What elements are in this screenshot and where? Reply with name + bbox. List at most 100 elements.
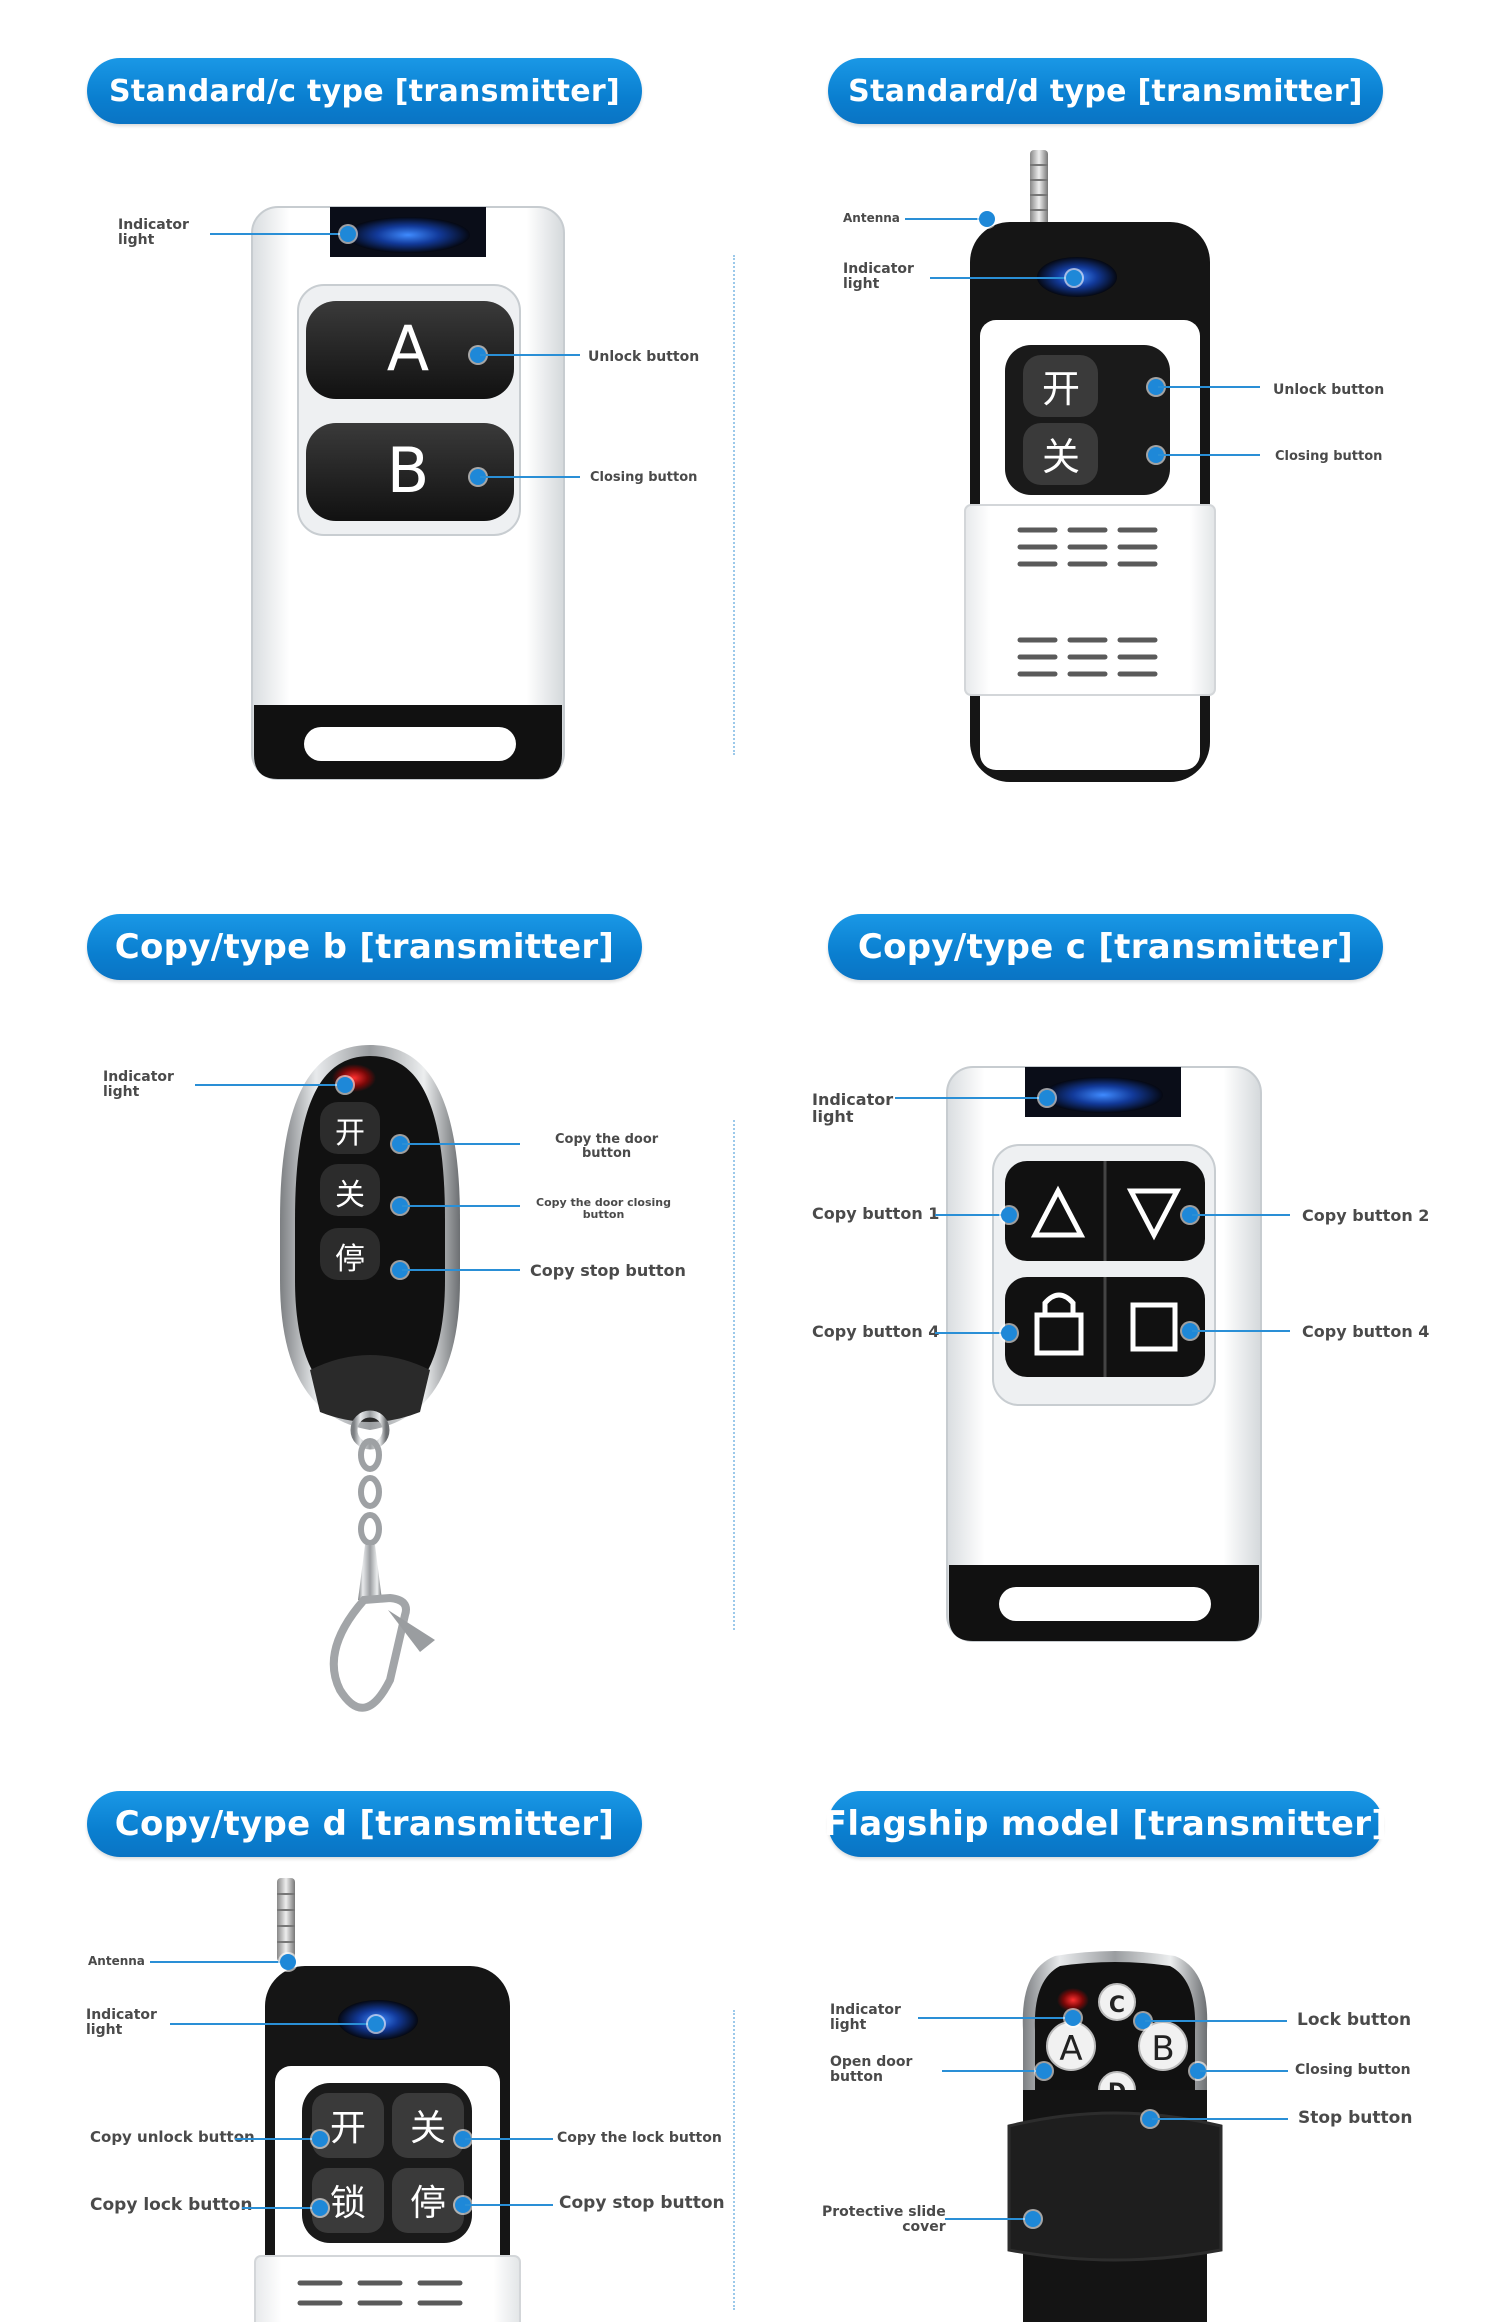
leader-line [170,2023,376,2025]
leader-line [918,2017,1073,2019]
title-flagship: Flagship model [transmitter] [824,1791,1387,1857]
callout-dot [470,347,486,363]
label-copy-stop-button: Copy stop button [559,2193,725,2213]
callout-dot [1036,2063,1052,2079]
label-closing-button: Closing button [1295,2062,1411,2078]
callout-dot [1142,2111,1158,2127]
label-text: Indicator [812,1090,894,1109]
leader-line [1158,454,1260,456]
title-copy-d: Copy/type d [transmitter] [87,1791,642,1857]
key-c[interactable]: C [1109,1993,1125,2018]
label-text: light [103,1083,140,1100]
title-text: Standard/d type [transmitter] [848,73,1363,109]
label-copy-door-closing-button: Copy the door closing button [536,1197,671,1220]
label-text: Copy the door [555,1132,659,1147]
label-text: Copy the door closing [536,1196,671,1209]
triangle-up-icon[interactable] [1030,1185,1086,1238]
key-close[interactable]: 关 [335,1178,365,1213]
label-unlock-button: Unlock button [588,349,700,365]
callout-dot [280,1954,296,1970]
remote-copy-b: 开 关 停 [280,1045,460,1712]
label-indicator-light: Indicator light [86,2008,157,2037]
label-text: button [830,2068,883,2085]
title-copy-c: Copy/type c [transmitter] [828,914,1383,980]
leader-line [402,1269,520,1271]
label-lock-button: Lock button [1297,2010,1412,2030]
leader-line [465,2204,553,2206]
label-antenna: Antenna [843,211,900,225]
callout-dot [392,1198,408,1214]
callout-dot [1039,1090,1055,1106]
leader-line [1158,386,1260,388]
leader-line [480,476,580,478]
title-text: Copy/type b [transmitter] [114,927,615,967]
lock-icon[interactable] [1034,1312,1084,1356]
key-close[interactable]: 关 [1042,435,1080,479]
square-icon[interactable] [1130,1302,1178,1352]
leader-line [235,2138,320,2140]
label-text: light [86,2021,123,2038]
callout-dot [340,226,356,242]
callout-dot [1148,447,1164,463]
leader-line [195,1084,345,1086]
key-stop[interactable]: 停 [410,2183,446,2224]
callout-dot [455,2197,471,2213]
remote-copy-c [946,1066,1262,1642]
key-b[interactable]: B [387,434,430,507]
title-text: Flagship model [transmitter] [823,1804,1388,1844]
label-open-door-button: Open door button [830,2055,912,2084]
label-copy-unlock-button: Copy unlock button [90,2128,255,2146]
label-indicator-light: Indicator light [103,1070,174,1099]
label-antenna: Antenna [88,1954,145,1968]
label-protective-slide-cover: Protective slide cover [822,2205,946,2234]
callout-dot [392,1136,408,1152]
callout-dot [1065,2010,1081,2026]
leader-line [945,2218,1033,2220]
callout-dot [312,2200,328,2216]
label-text: Indicator [830,2002,901,2018]
title-text: Copy/type d [transmitter] [114,1804,615,1844]
key-lock[interactable]: 锁 [330,2183,366,2224]
divider [733,255,735,755]
key-open[interactable]: 开 [1042,367,1080,411]
callout-dot [1135,2013,1151,2029]
key-open[interactable]: 开 [335,1116,365,1151]
key-stop[interactable]: 停 [335,1242,365,1277]
callout-dot [1001,1207,1017,1223]
title-copy-b: Copy/type b [transmitter] [87,914,642,980]
leader-line [930,277,1074,279]
key-a[interactable]: A [387,312,429,385]
label-indicator-light: Indicator light [812,1090,894,1126]
key-b[interactable]: B [1151,2029,1174,2069]
title-standard-d: Standard/d type [transmitter] [828,58,1383,124]
remote-flagship: C A B D [1007,1951,1223,2322]
key-a[interactable]: A [1059,2029,1082,2069]
remote-standard-c: A B [251,206,565,780]
label-indicator-light: Indicator light [118,218,189,247]
label-indicator-light: Indicator light [830,2003,901,2032]
callout-dot [1182,1323,1198,1339]
label-text: Indicator [118,217,189,233]
divider [733,1120,735,1630]
label-text: button [581,1145,632,1161]
remote-standard-d: 开 关 [964,150,1216,782]
leader-line [935,1214,1009,1216]
label-text: button [582,1207,625,1221]
label-copy-button-2: Copy button 2 [1302,1206,1430,1225]
label-copy-stop-button: Copy stop button [530,1261,686,1280]
label-copy-lock-button-right: Copy the lock button [557,2130,722,2146]
callout-dot [1025,2211,1041,2227]
leader-line [1200,2070,1288,2072]
leader-line [402,1143,520,1145]
triangle-down-icon[interactable] [1126,1188,1182,1241]
key-close[interactable]: 关 [410,2108,446,2149]
key-open[interactable]: 开 [330,2108,366,2149]
callout-dot [312,2131,328,2147]
leader-line [480,354,580,356]
callout-dot [1148,379,1164,395]
label-copy-lock-button: Copy lock button [90,2195,253,2215]
label-closing-button: Closing button [590,470,698,485]
callout-dot [470,469,486,485]
leader-line [242,2207,320,2209]
label-copy-button-1: Copy button 1 [812,1204,940,1223]
